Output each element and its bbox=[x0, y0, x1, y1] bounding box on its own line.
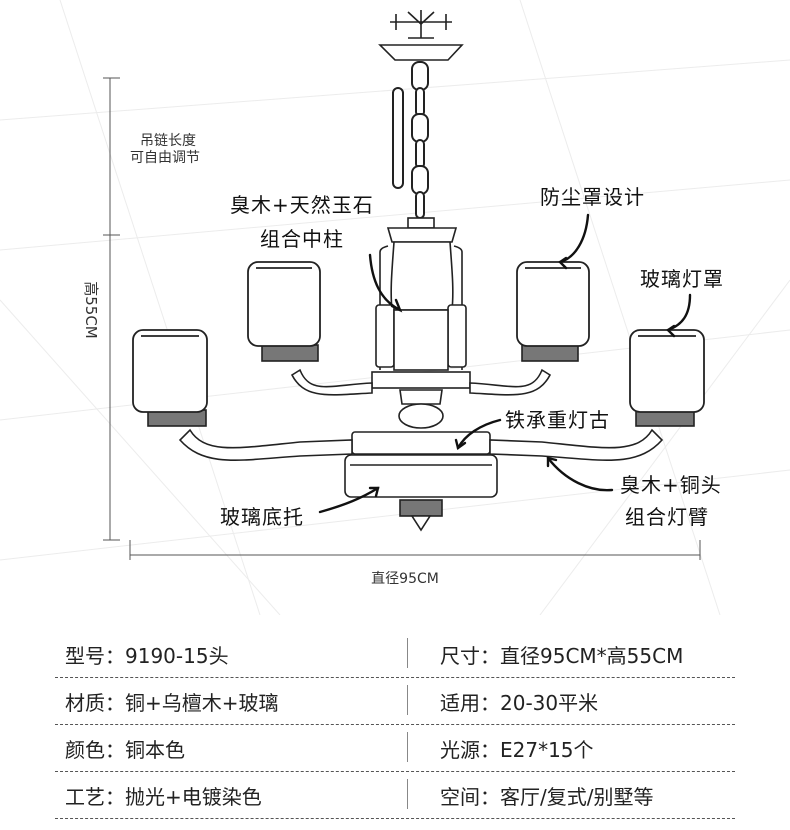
spec-size: 尺寸：直径95CM*高55CM bbox=[440, 644, 684, 668]
height-label: 高55CM bbox=[82, 281, 100, 339]
note-arm-2: 组合灯臂 bbox=[625, 505, 709, 529]
note-center-column-1: 臭木+天然玉石 bbox=[230, 193, 374, 217]
annotation-arrows bbox=[318, 213, 692, 514]
column-divider bbox=[407, 638, 408, 668]
spec-space: 空间：客厅/复式/别墅等 bbox=[440, 785, 654, 809]
spec-row: 型号：9190-15头 尺寸：直径95CM*高55CM bbox=[55, 630, 735, 678]
ceiling-mount bbox=[378, 10, 464, 61]
note-glass-shade: 玻璃灯罩 bbox=[640, 267, 724, 291]
diameter-label: 直径95CM bbox=[371, 570, 439, 587]
note-iron-bearing: 铁承重灯古 bbox=[505, 408, 610, 432]
note-arm-1: 臭木+铜头 bbox=[620, 473, 722, 497]
glass-shades bbox=[132, 261, 705, 413]
chain bbox=[392, 61, 429, 219]
column-divider bbox=[407, 779, 408, 809]
spec-light-source: 光源：E27*15个 bbox=[440, 738, 594, 762]
glass-base bbox=[344, 454, 498, 532]
spec-row: 工艺：抛光+电镀染色 空间：客厅/复式/别墅等 bbox=[55, 771, 735, 819]
spec-material: 材质：铜+乌檀木+玻璃 bbox=[65, 691, 279, 715]
chandelier-drawing: 高55CM 直径95CM bbox=[0, 0, 790, 615]
spec-row: 材质：铜+乌檀木+玻璃 适用：20-30平米 bbox=[55, 677, 735, 725]
spec-model: 型号：9190-15头 bbox=[65, 644, 229, 668]
spec-row: 颜色：铜本色 光源：E27*15个 bbox=[55, 724, 735, 772]
diameter-dimension-line bbox=[129, 540, 701, 560]
column-divider bbox=[407, 732, 408, 762]
note-chain-length-1: 吊链长度 bbox=[140, 133, 196, 149]
note-center-column-2: 组合中柱 bbox=[260, 227, 344, 251]
spec-area: 适用：20-30平米 bbox=[440, 691, 599, 715]
note-glass-base: 玻璃底托 bbox=[220, 505, 304, 529]
upper-arms bbox=[261, 344, 579, 396]
column-divider bbox=[407, 685, 408, 715]
center-column bbox=[351, 217, 491, 455]
lower-arms bbox=[147, 409, 695, 461]
height-dimension-line bbox=[103, 77, 120, 541]
spec-table: 型号：9190-15头 尺寸：直径95CM*高55CM 材质：铜+乌檀木+玻璃 … bbox=[0, 630, 790, 830]
note-dust-cover: 防尘罩设计 bbox=[540, 185, 645, 209]
spec-color: 颜色：铜本色 bbox=[65, 738, 185, 762]
note-chain-length-2: 可自由调节 bbox=[130, 150, 200, 166]
spec-craft: 工艺：抛光+电镀染色 bbox=[65, 785, 262, 809]
